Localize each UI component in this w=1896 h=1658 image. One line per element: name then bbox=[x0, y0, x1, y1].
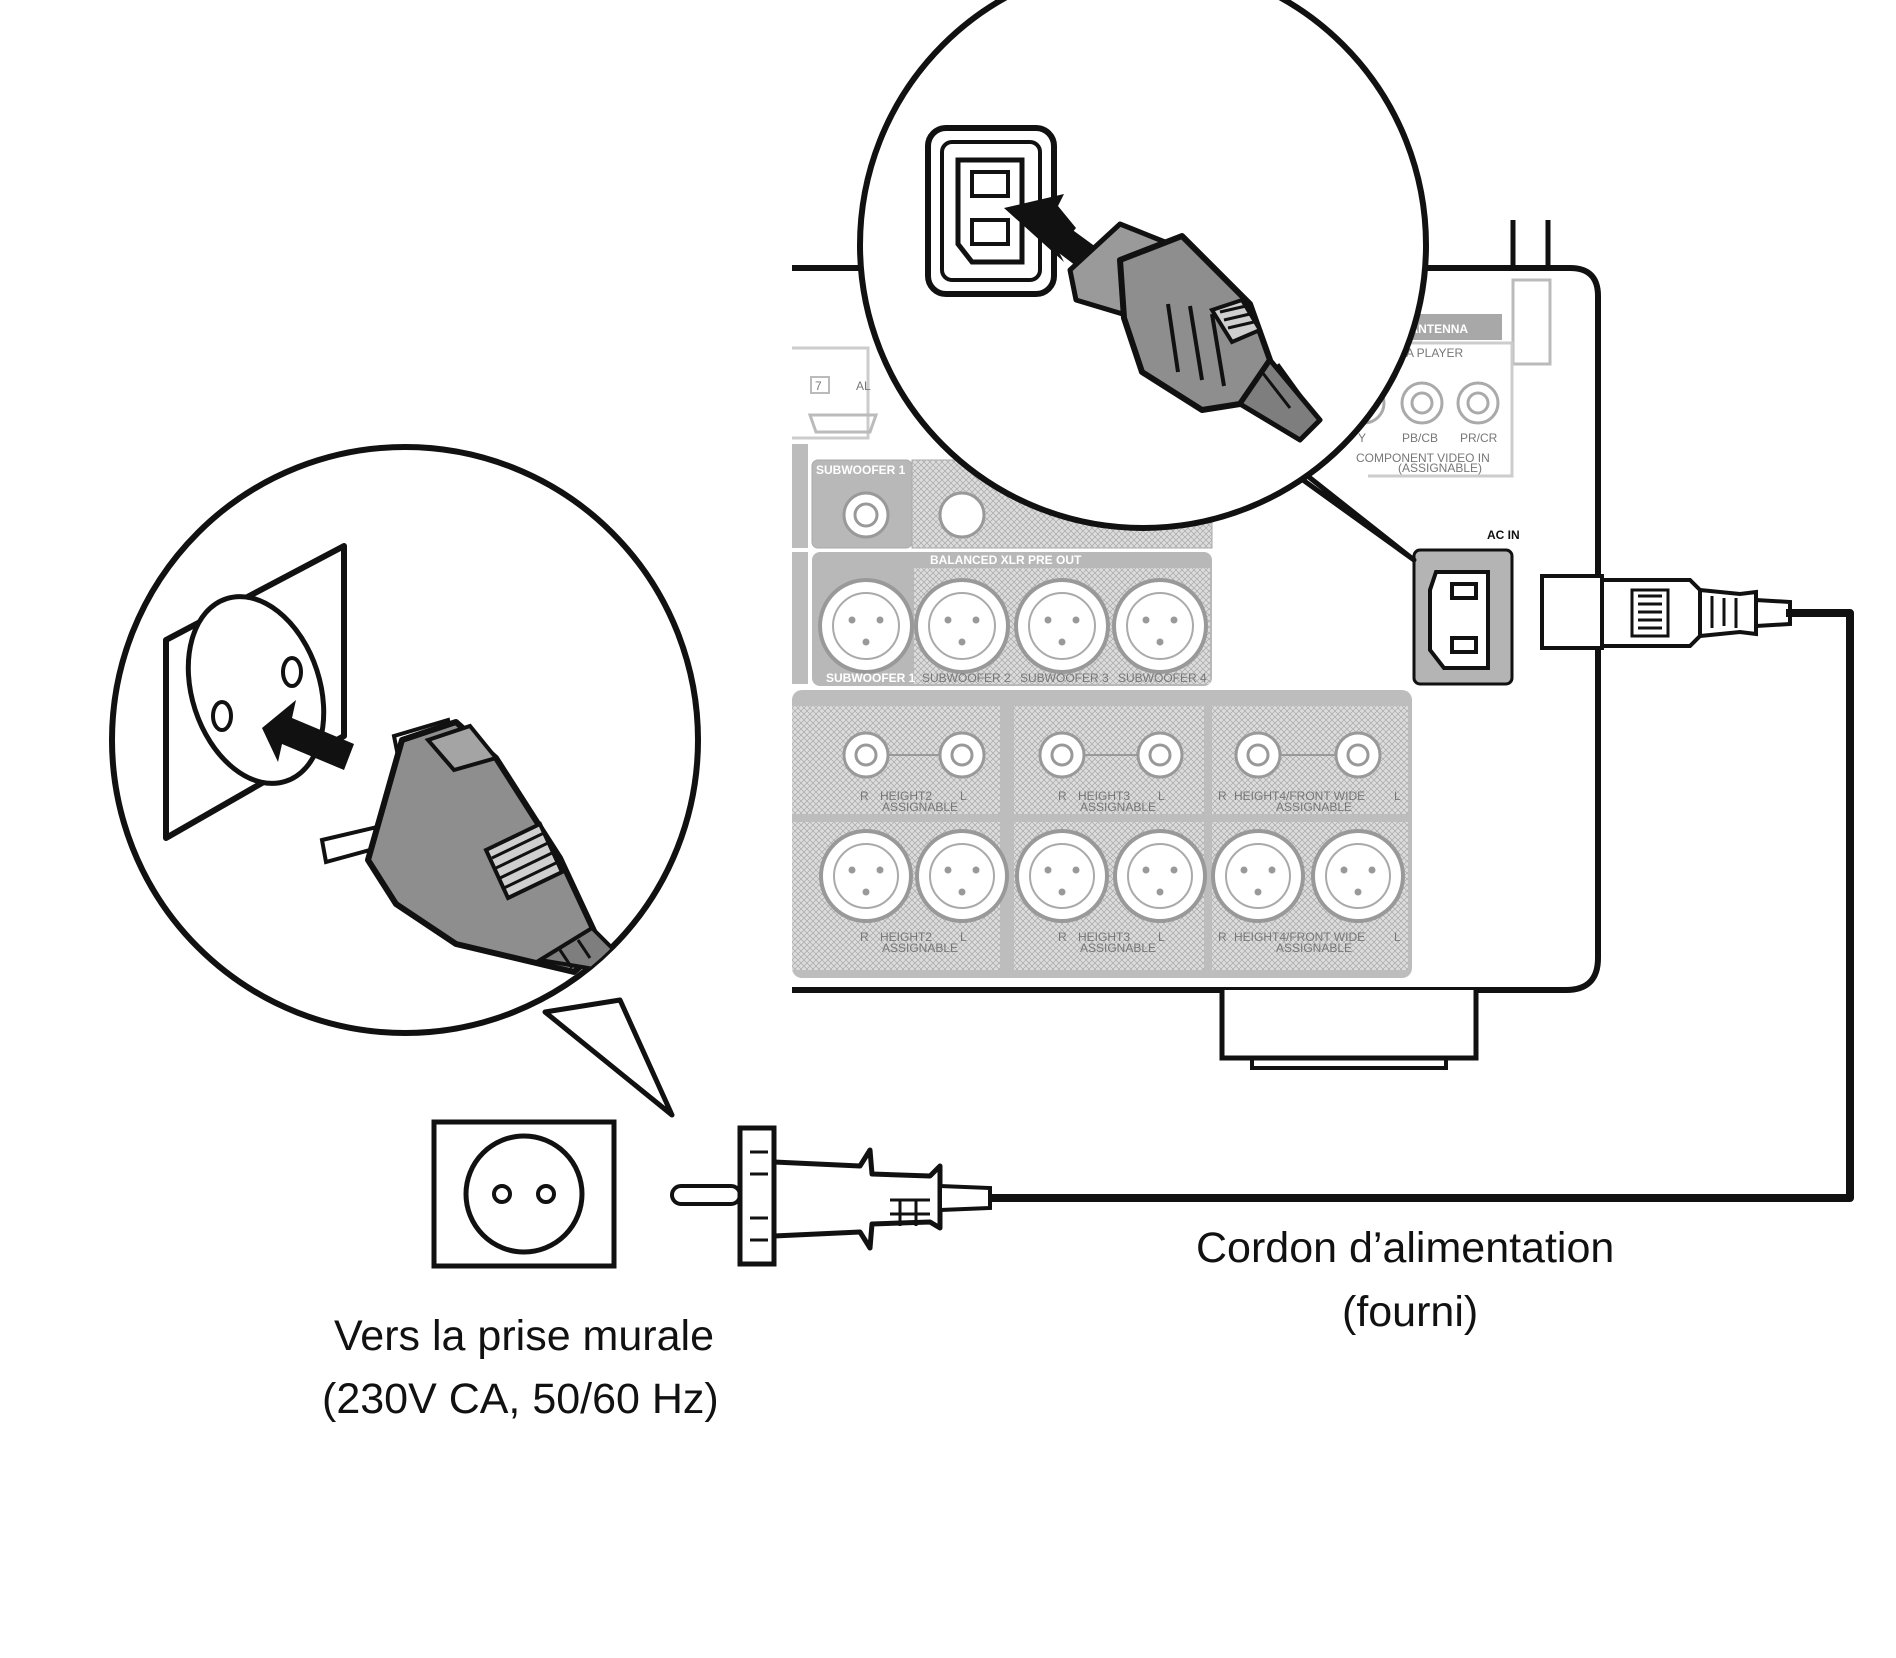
component-video-label: COMPONENT VIDEO IN bbox=[1356, 451, 1490, 465]
rca-jack-pair bbox=[842, 731, 986, 779]
balanced-xlr-section: BALANCED XLR PRE OUT SU bbox=[792, 552, 1212, 686]
assignable-label: ASSIGNABLE bbox=[1276, 941, 1352, 955]
hdmi-area: 7 AL bbox=[792, 346, 879, 440]
balanced-xlr-label: BALANCED XLR PRE OUT bbox=[930, 553, 1082, 567]
l-mark: L bbox=[1394, 789, 1401, 803]
r-mark: R bbox=[860, 789, 869, 803]
insert-arrow-icon bbox=[262, 700, 354, 770]
l-mark: L bbox=[1394, 930, 1401, 944]
assignable-label: ASSIGNABLE bbox=[1080, 941, 1156, 955]
xlr-subwoofer3-label: SUBWOOFER 3 bbox=[1020, 671, 1109, 685]
r-mark: R bbox=[1058, 930, 1067, 944]
rca-jack-pair bbox=[1234, 731, 1382, 779]
r-mark: R bbox=[1218, 930, 1227, 944]
xlr-jack-pair bbox=[1211, 829, 1405, 923]
height4-xlr-label: HEIGHT4/FRONT WIDE bbox=[1234, 930, 1365, 944]
assignable-label: ASSIGNABLE bbox=[1080, 800, 1156, 814]
subwoofer1-top-label: SUBWOOFER 1 bbox=[816, 463, 906, 477]
jack-pb-label: PB/CB bbox=[1402, 431, 1438, 445]
xlr-jack bbox=[818, 578, 914, 674]
jack-y-label: Y bbox=[1358, 431, 1366, 445]
ac-inlet-magnifier-callout bbox=[857, 0, 1429, 563]
height3-rca-label: HEIGHT3 bbox=[1078, 789, 1130, 803]
r-mark: R bbox=[860, 930, 869, 944]
xlr-jack bbox=[1112, 578, 1208, 674]
assignable-label: ASSIGNABLE bbox=[882, 800, 958, 814]
xlr-jack bbox=[1014, 578, 1110, 674]
l-mark: L bbox=[1158, 930, 1165, 944]
rca-jack-pair bbox=[1038, 731, 1184, 779]
wall-caption-line1: Vers la prise murale bbox=[334, 1312, 714, 1360]
wall-caption-line2: (230V CA, 50/60 Hz) bbox=[322, 1375, 719, 1423]
euro-plug-magnified bbox=[319, 717, 619, 975]
jack-pr-label: PR/CR bbox=[1460, 431, 1498, 445]
xlr-jack bbox=[914, 578, 1010, 674]
height-output-section: R HEIGHT2 L ASSIGNABLE R HEIGHT3 L ASSIG… bbox=[792, 690, 1412, 978]
panel-foot bbox=[1219, 990, 1479, 1061]
ac-in-inlet[interactable]: AC IN bbox=[1412, 528, 1520, 686]
r-mark: R bbox=[1218, 789, 1227, 803]
height4-rca-label: HEIGHT4/FRONT WIDE bbox=[1234, 789, 1365, 803]
xlr-jack-pair bbox=[1015, 829, 1207, 923]
height2-rca-label: HEIGHT2 bbox=[880, 789, 932, 803]
assignable-paren-label: (ASSIGNABLE) bbox=[1398, 461, 1482, 475]
xlr-subwoofer2-label: SUBWOOFER 2 bbox=[922, 671, 1011, 685]
l-mark: L bbox=[960, 789, 967, 803]
iec-cord-plug[interactable] bbox=[1540, 574, 1792, 650]
cord-caption-line2: (fourni) bbox=[1342, 1288, 1478, 1336]
r-mark: R bbox=[1058, 789, 1067, 803]
receiver-rear-panel: 7 AL SUBWOOFER 1 BALANCED XLR PRE OUT bbox=[792, 220, 1854, 1202]
xlr-subwoofer4-label: SUBWOOFER 4 bbox=[1118, 671, 1207, 685]
hdmi-number-label: 7 bbox=[815, 379, 822, 393]
euro-plug-bottom[interactable] bbox=[670, 1125, 992, 1267]
height2-xlr-label: HEIGHT2 bbox=[880, 930, 932, 944]
l-mark: L bbox=[1158, 789, 1165, 803]
wall-outlet-bottom bbox=[431, 1119, 617, 1269]
ac-in-label: AC IN bbox=[1487, 528, 1520, 542]
xlr-subwoofer1-label: SUBWOOFER 1 bbox=[826, 671, 916, 685]
height3-xlr-label: HEIGHT3 bbox=[1078, 930, 1130, 944]
cord-caption-line1: Cordon d’alimentation bbox=[1196, 1224, 1614, 1272]
wall-outlet-magnifier-callout bbox=[109, 444, 701, 1118]
antenna bbox=[1510, 220, 1552, 366]
iec-plug-magnified bbox=[1067, 221, 1323, 443]
svg-text:AL: AL bbox=[856, 379, 871, 393]
assignable-label: ASSIGNABLE bbox=[882, 941, 958, 955]
xlr-jack-pair bbox=[819, 829, 1009, 923]
l-mark: L bbox=[960, 930, 967, 944]
assignable-label: ASSIGNABLE bbox=[1276, 800, 1352, 814]
power-cord bbox=[990, 609, 1854, 1202]
